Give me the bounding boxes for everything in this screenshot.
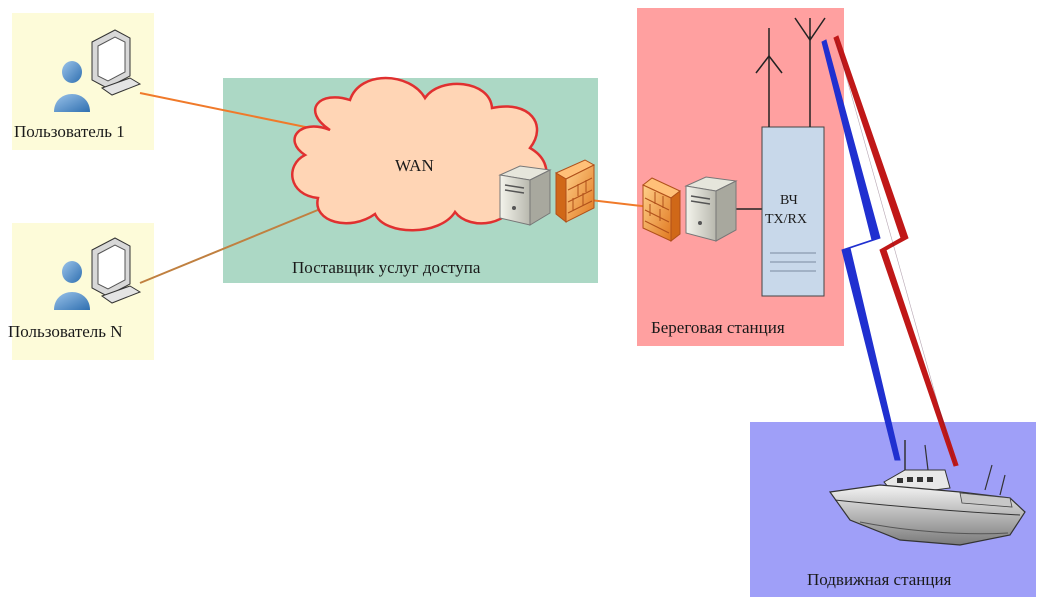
transmit-antenna-icon [755,28,783,127]
wan-cloud-label: WAN [395,156,434,175]
shore-server-icon [684,176,738,242]
user1-computer-icon [54,29,142,112]
hf-transceiver-cabinet [761,126,825,297]
shore-station-label: Береговая станция [651,318,785,337]
transceiver-label-line1: ВЧ [780,193,798,208]
ship-icon [828,440,1026,546]
link-userN-wan [139,204,331,284]
user1-label: Пользователь 1 [14,122,125,141]
transceiver-label-line2: TX/RX [765,212,807,227]
provider-label: Поставщик услуг доступа [292,258,481,277]
userN-computer-icon [54,237,142,310]
userN-label: Пользователь N [8,322,123,341]
shore-firewall-icon [642,177,681,243]
provider-server-icon [498,165,552,226]
receive-antenna-icon [794,17,826,127]
provider-firewall-icon [554,159,596,224]
link-provider-shore [589,199,651,208]
mobile-station-label: Подвижная станция [807,570,952,589]
link-user1-wan [139,92,321,131]
radio-link-red [833,35,959,467]
radio-link-blue [821,39,901,461]
